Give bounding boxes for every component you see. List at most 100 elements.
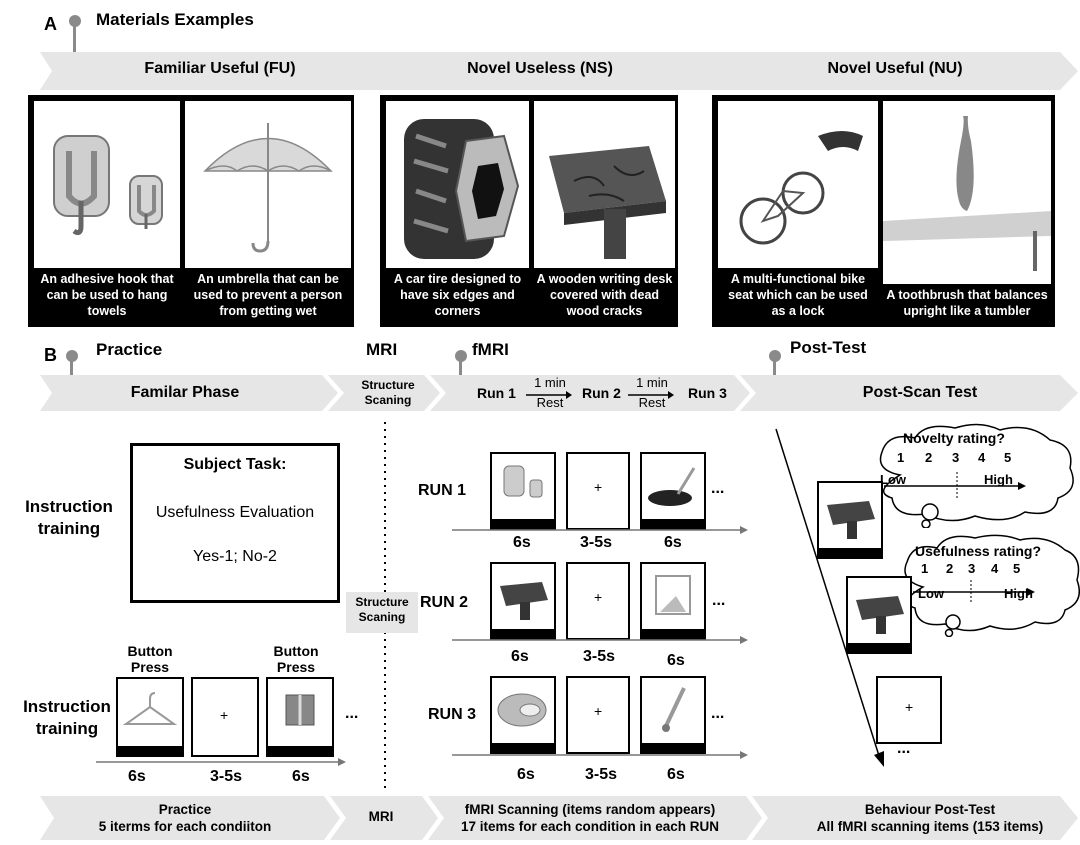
- usefulness-scale-5: 5: [1013, 561, 1021, 576]
- run3-timing-1: 6s: [517, 766, 535, 783]
- stage-title-fmri: fMRI: [472, 340, 509, 359]
- run1-timing-1: 6s: [513, 534, 531, 551]
- run1-fixation: +: [566, 452, 630, 530]
- stage-title-posttest: Post-Test: [790, 338, 867, 357]
- novelty-low: Low: [880, 472, 906, 487]
- nu-card-bike: A multi-functional bike seat which can b…: [715, 98, 881, 326]
- run1-item-pan: [640, 452, 706, 530]
- shelter-thumb-image: [655, 575, 691, 615]
- novelty-scale-2: 2: [925, 450, 933, 465]
- bike-seat-image: [739, 131, 863, 245]
- hexagon-tire-image: [404, 119, 520, 259]
- caption-nu-1: A multi-functional bike seat which can b…: [718, 268, 878, 323]
- dotted-divider: [384, 422, 386, 792]
- usefulness-scale-4: 4: [991, 561, 999, 576]
- ns-card-desk: A wooden writing desk covered with dead …: [531, 98, 678, 326]
- run3-ellipsis: ...: [711, 705, 725, 722]
- practice-timing-2: 3-5s: [210, 768, 243, 785]
- run3-item-slippers: [490, 676, 556, 754]
- section-b-letter: B: [44, 345, 57, 365]
- run1-label: RUN 1: [418, 482, 467, 499]
- stage-title-mri: MRI: [366, 340, 398, 359]
- novelty-scale-4: 4: [978, 450, 986, 465]
- caption-fu-2: An umbrella that can be used to prevent …: [185, 268, 351, 323]
- run1-timing-3: 6s: [664, 534, 682, 551]
- posttest-item-desk-2: [846, 576, 912, 654]
- run2-fixation-cross: +: [594, 589, 603, 605]
- usefulness-scale-3: 3: [968, 561, 976, 576]
- practice-timing-1: 6s: [128, 768, 146, 785]
- novelty-thought-bubble: [879, 423, 1074, 528]
- novelty-question: Novelty rating?: [903, 430, 1005, 446]
- hanger-image: [122, 692, 178, 725]
- run2-timing-2: 3-5s: [583, 648, 616, 665]
- run2-fixation: +: [566, 562, 630, 640]
- frying-pan-image: [648, 467, 696, 506]
- fu-card-hook: An adhesive hook that can be used to han…: [31, 98, 183, 326]
- pencil-thumb-image: [662, 687, 686, 732]
- ns-card-tire: A car tire designed to have six edges an…: [383, 98, 532, 326]
- run3-timing-3: 6s: [667, 766, 685, 783]
- run2-item-desk: [490, 562, 556, 640]
- run1-item-hook: [490, 452, 556, 530]
- banner-mri: Structure Scaning: [361, 378, 415, 407]
- novelty-scale-5: 5: [1004, 450, 1012, 465]
- novelty-scale-3: 3: [952, 450, 960, 465]
- run1-timeline: [452, 526, 748, 534]
- banner-posttest: Post-Scan Test: [862, 384, 978, 401]
- run3-timeline: [452, 751, 748, 759]
- group-label-nu: Novel Useful (NU): [827, 60, 963, 77]
- practice-timing-3: 6s: [292, 768, 310, 785]
- footer-post-2: All fMRI scanning items (153 items): [816, 819, 1044, 834]
- rest-top-2: 1 min: [636, 375, 668, 390]
- practice-item-hanger: [116, 677, 184, 757]
- desk-thumb-image: [500, 582, 548, 620]
- button-press-1: Button Press: [127, 643, 173, 675]
- banner-run1: Run 1: [477, 385, 516, 401]
- usefulness-scale-2: 2: [946, 561, 954, 576]
- task-keys: Yes-1; No-2: [193, 548, 277, 565]
- button-press-2: Button Press: [273, 643, 319, 675]
- fixation-cross: +: [220, 707, 229, 723]
- nu-card-toothbrush: A toothbrush that balances upright like …: [880, 98, 1054, 326]
- posttest-fixation: +: [876, 676, 942, 744]
- run2-ellipsis: ...: [712, 592, 726, 609]
- run2-timing-1: 6s: [511, 648, 529, 665]
- pin-dot-practice: [66, 350, 78, 362]
- posttest-ellipsis: ...: [897, 740, 911, 757]
- run1-ellipsis: ...: [711, 480, 725, 497]
- run1-fixation-cross: +: [594, 479, 603, 495]
- footer-mri: MRI: [368, 809, 394, 824]
- usefulness-scale-1: 1: [921, 561, 929, 576]
- banner-practice: Familar Phase: [130, 384, 240, 401]
- mri-middle-label: Structure Scaning: [346, 592, 418, 633]
- fu-card-umbrella: An umbrella that can be used to prevent …: [182, 98, 354, 326]
- usefulness-high: High: [1004, 586, 1033, 601]
- practice-fixation: +: [191, 677, 259, 757]
- run2-label: RUN 2: [420, 594, 469, 611]
- adhesive-hook-image: [53, 135, 163, 236]
- novelty-high: High: [984, 472, 1013, 487]
- pin-stem-a: [73, 26, 76, 60]
- banner-run3: Run 3: [688, 385, 727, 401]
- practice-ellipsis: ...: [345, 705, 359, 722]
- run3-timing-2: 3-5s: [585, 766, 618, 783]
- usefulness-question: Usefulness rating?: [915, 543, 1042, 559]
- rest-arrow-2: [628, 391, 674, 399]
- rest-top-1: 1 min: [534, 375, 566, 390]
- task-title: Subject Task:: [183, 456, 287, 473]
- footer-practice-2: 5 iterms for each condiiton: [98, 819, 272, 834]
- practice-timeline: [96, 758, 346, 766]
- caption-ns-2: A wooden writing desk covered with dead …: [534, 268, 675, 323]
- run1-timing-2: 3-5s: [580, 534, 613, 551]
- run2-timeline: [452, 636, 748, 644]
- posttest-diagonal-arrow: [775, 428, 884, 767]
- banner-run2: Run 2: [582, 385, 621, 401]
- run2-timing-3: 6s: [667, 652, 685, 669]
- practice-item-cube: [266, 677, 334, 757]
- desk-thumb-image: [856, 596, 904, 634]
- gift-cube-image: [285, 694, 315, 726]
- toothbrush-image: [883, 116, 1051, 276]
- instruction-label-2: Instruction training: [23, 697, 111, 738]
- usefulness-thought-bubble: [904, 534, 1080, 637]
